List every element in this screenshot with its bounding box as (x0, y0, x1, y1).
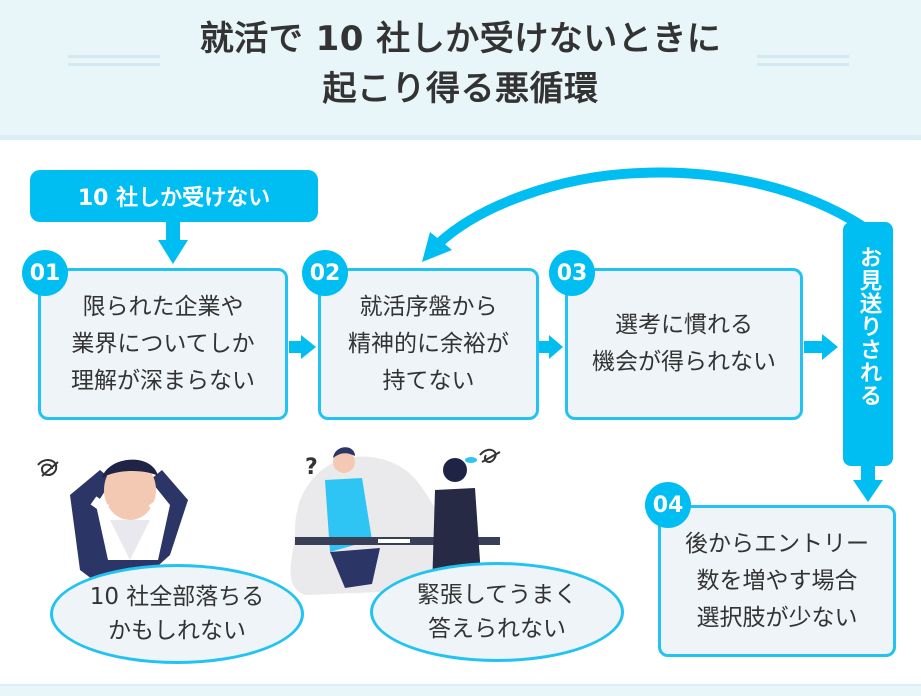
step-number-badge: 02 (302, 250, 348, 296)
decorative-line (757, 63, 849, 66)
bubble-line: 10 社全部落ちる (89, 584, 265, 610)
title-line-1: 就活で 10 社しか受けないときに (199, 19, 722, 59)
step-04-line: 後からエントリー (685, 530, 869, 557)
footer-band (0, 684, 921, 696)
step-03-line: 機会が得られない (592, 349, 776, 375)
bubble-line: かもしれない (107, 618, 246, 644)
rejection-label: お見送りされる (843, 222, 893, 466)
bubble-line: 緊張してうまく (416, 582, 578, 608)
step-number-badge: 01 (22, 250, 68, 296)
thought-bubble-1: 10 社全部落ちる かもしれない (50, 564, 304, 664)
decorative-line (68, 63, 160, 66)
step-box-04: 後からエントリー 数を増やす場合 選択肢が少ない (658, 505, 896, 657)
step-02-line: 精神的に余裕が (348, 330, 509, 357)
decorative-line (757, 55, 849, 58)
bubble-line: 答えられない (428, 616, 566, 642)
arrow-rejection-to-04 (853, 464, 883, 502)
page-title: 就活で 10 社しか受けないときに 起こり得る悪循環 (0, 14, 921, 114)
worried-person-icon (37, 459, 188, 600)
arrow-02-to-03 (539, 335, 563, 359)
arrow-01-to-02 (289, 335, 316, 359)
step-02-line: 持てない (382, 367, 475, 394)
step-number-badge: 03 (549, 250, 595, 296)
arrow-loop-back-to-02 (422, 167, 865, 262)
step-04-line: 数を増やす場合 (696, 567, 858, 594)
step-01-line: 理解が深まらない (71, 367, 255, 394)
svg-text:?: ? (305, 455, 318, 480)
arrow-start-to-01 (158, 220, 188, 264)
step-04-line: 選択肢が少ない (696, 604, 858, 631)
step-01-line: 限られた企業や (82, 293, 244, 320)
arrow-03-to-rejection (804, 334, 838, 360)
step-box-02: 就活序盤から 精神的に余裕が 持てない (318, 268, 539, 420)
step-number-badge: 04 (645, 482, 691, 528)
start-badge: 10 社しか受けない (30, 170, 318, 222)
interview-scene-icon: ? (290, 447, 501, 595)
decorative-line (68, 55, 160, 58)
header-band: 就活で 10 社しか受けないときに 起こり得る悪循環 (0, 0, 921, 140)
title-line-2: 起こり得る悪循環 (322, 69, 599, 109)
step-box-03: 選考に慣れる 機会が得られない (565, 268, 803, 420)
step-02-line: 就活序盤から (359, 293, 498, 320)
step-01-line: 業界についてしか (71, 330, 255, 357)
thought-bubble-2: 緊張してうまく 答えられない (370, 562, 624, 662)
step-03-line: 選考に慣れる (615, 312, 753, 338)
step-box-01: 限られた企業や 業界についてしか 理解が深まらない (38, 268, 288, 420)
